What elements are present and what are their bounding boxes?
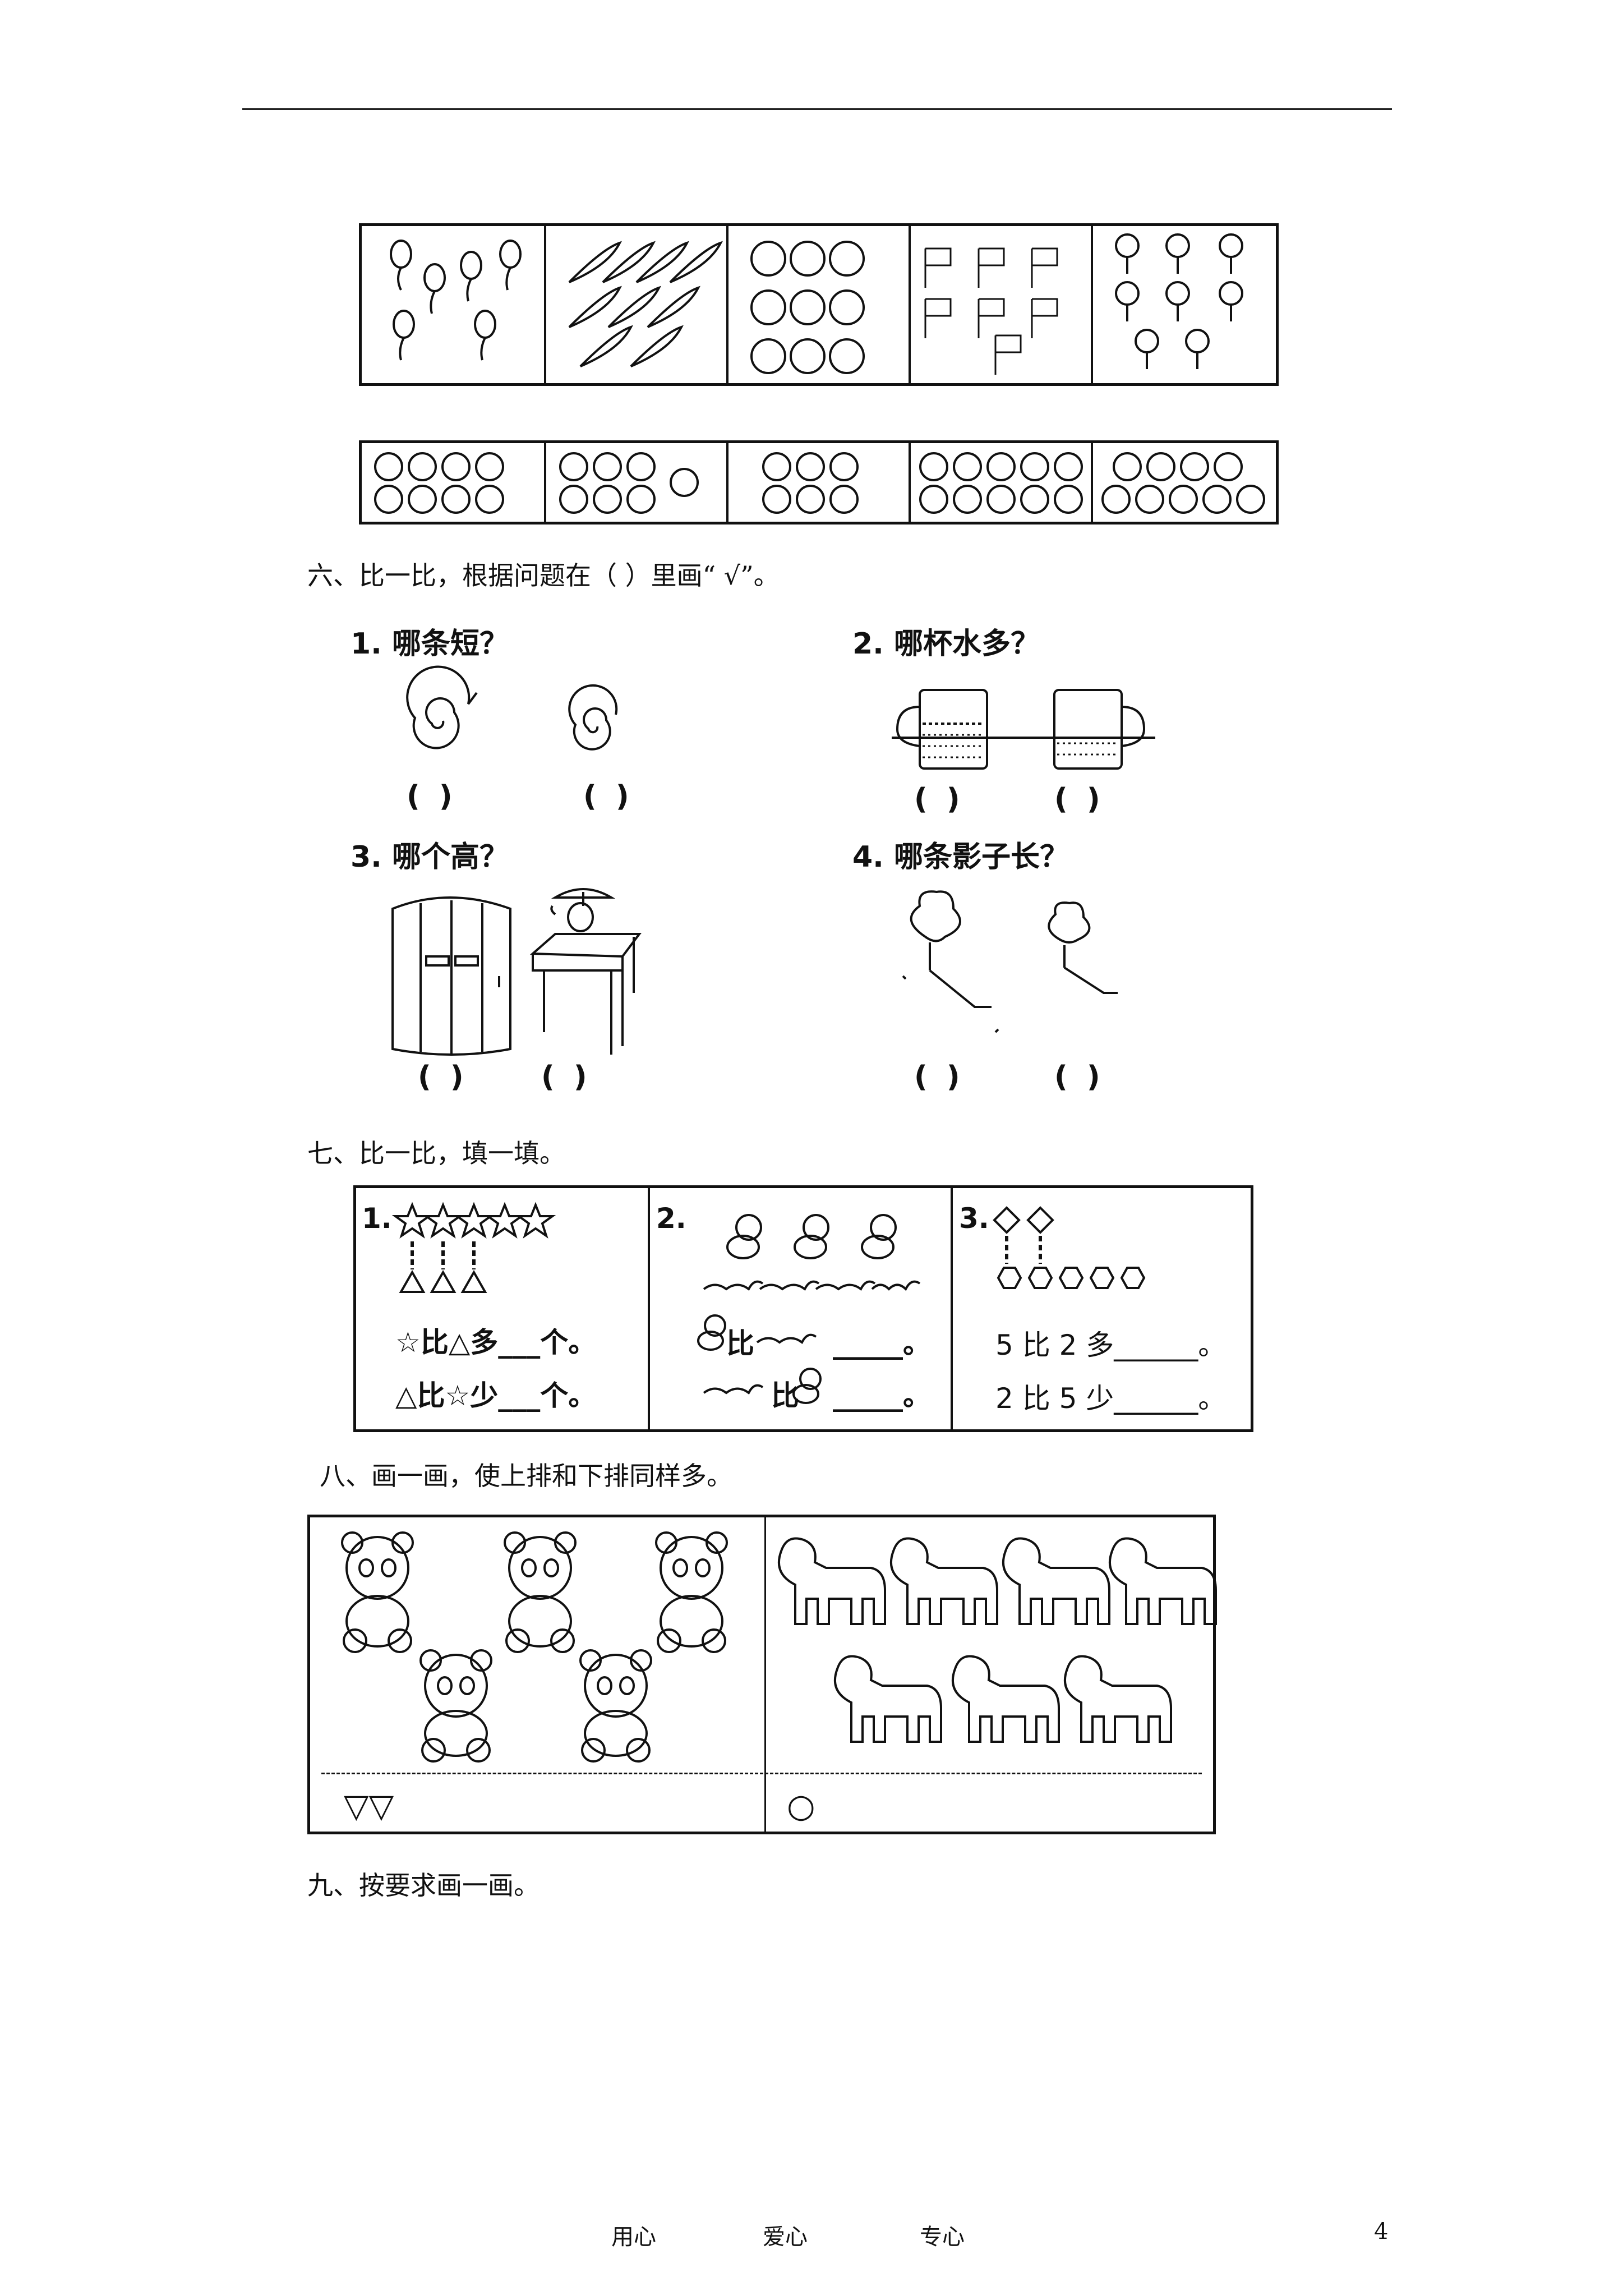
picture-row: [359, 223, 1279, 386]
tree-shadow-figures: [902, 890, 1118, 1033]
draw-table: ▽▽ ○: [307, 1515, 1217, 1834]
c2-blank-2[interactable]: _____。: [833, 1379, 931, 1412]
left-bottom-triangles[interactable]: ▽▽: [344, 1787, 394, 1825]
c2-bi-2: 比: [771, 1379, 799, 1412]
c1-line1: ☆比△多___个。: [395, 1326, 597, 1359]
section9-heading: 九、按要求画一画。: [307, 1870, 540, 1901]
stars-triangles-figure: [391, 1202, 556, 1293]
q3-paren-right[interactable]: ( ): [541, 1060, 592, 1094]
section8-heading: 八、画一画，使上排和下排同样多。: [320, 1461, 732, 1491]
footer-item-2: 爱心: [763, 2224, 808, 2250]
panda-figures: [341, 1531, 728, 1763]
diamonds-hexagons-figure: [993, 1206, 1146, 1289]
dashed-divider: [321, 1773, 1202, 1774]
c2-blank-1[interactable]: _____。: [833, 1327, 931, 1360]
worm-icons: [703, 1280, 921, 1291]
section7-heading: 七、比一比，填一填。: [307, 1138, 565, 1168]
q2-title: 2. 哪杯水多？: [852, 627, 1040, 661]
c2-bi-1: 比: [726, 1327, 754, 1360]
q2-paren-left[interactable]: ( ): [914, 783, 965, 816]
header-rule: [242, 108, 1392, 110]
footer-item-1: 用心: [611, 2224, 656, 2250]
q1-title: 1. 哪条短？: [351, 627, 509, 661]
c1-number: 1.: [362, 1202, 392, 1235]
wardrobe-table-figures: [391, 888, 642, 1056]
footer-item-3: 专心: [920, 2224, 965, 2250]
q2-paren-right[interactable]: ( ): [1054, 783, 1105, 816]
q3-paren-left[interactable]: ( ): [418, 1060, 468, 1094]
flag-icons: [924, 247, 1058, 375]
hippo-icon: [778, 1537, 886, 1625]
c3-number: 3.: [959, 1202, 989, 1235]
c1-line2: △比☆少___个。: [395, 1379, 597, 1412]
hippo-figures: [778, 1537, 1217, 1743]
c2-number: 2.: [656, 1202, 686, 1235]
q4-paren-right[interactable]: ( ): [1054, 1060, 1105, 1094]
balloon-icons: [390, 240, 522, 361]
q1-paren-left[interactable]: ( ): [407, 780, 457, 813]
tomato-icons: [750, 241, 865, 374]
right-bottom-circle[interactable]: ○: [787, 1787, 815, 1825]
section6-heading: 六、比一比，根据问题在（ ）里画“ √”。: [307, 560, 780, 591]
c3-line1: 5 比 2 多______。: [995, 1329, 1227, 1361]
panda-icon: [341, 1531, 414, 1653]
chicks-worms-figure: [697, 1214, 921, 1404]
circles-row: [359, 440, 1279, 524]
c3-line2: 2 比 5 少______。: [995, 1382, 1227, 1415]
spiral-figures: [406, 665, 618, 751]
q3-title: 3. 哪个高？: [351, 840, 509, 874]
peapod-icons: [568, 241, 723, 367]
q1-paren-right[interactable]: ( ): [583, 780, 634, 813]
cup-figures: [892, 689, 1155, 770]
chick-icons: [726, 1214, 897, 1259]
compare-table: 1. ☆比△多___个。 △比☆少___个。 2. 比 _____。 比 ___…: [353, 1185, 1253, 1432]
page-number: 4: [1374, 2219, 1389, 2244]
q4-title: 4. 哪条影子长？: [852, 840, 1069, 874]
circle-counters: [374, 452, 1265, 514]
q4-paren-left[interactable]: ( ): [914, 1060, 965, 1094]
flower-icons: [1115, 233, 1243, 369]
